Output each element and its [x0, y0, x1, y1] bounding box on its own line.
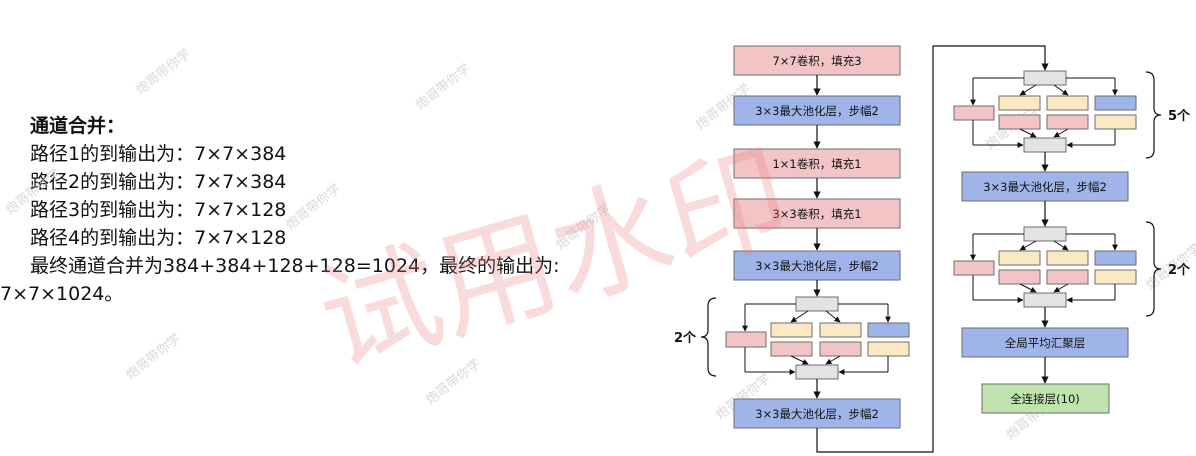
- maxpool-label: 3×3最大池化层，步幅2: [755, 407, 879, 421]
- maxpool-box: [733, 250, 901, 281]
- merge-line: [1019, 128, 1037, 138]
- path4-output-line: 路径4的到输出为：7×7×128: [30, 227, 287, 249]
- path4-conv-box: [867, 341, 910, 357]
- concat-heading: 通道合并：: [30, 115, 126, 137]
- path1-conv-box: [725, 331, 767, 348]
- path2-conv-box: [998, 269, 1041, 285]
- maxpool-box: [733, 398, 901, 429]
- path3-conv-box: [1046, 95, 1089, 111]
- path3-conv-box: [1046, 269, 1089, 285]
- repeat-label: 2个: [1168, 262, 1191, 278]
- block-input-node: [1023, 70, 1067, 86]
- path4-pool-box: [1094, 250, 1137, 266]
- text-panel: 通道合并： 路径1的到输出为：7×7×384 路径2的到输出为：7×7×384 …: [0, 112, 700, 308]
- path2-conv-box: [998, 114, 1041, 130]
- conv7x7-label: 7×7卷积，填充3: [772, 54, 861, 68]
- path2-conv-box: [770, 341, 813, 357]
- path1-conv-box: [953, 260, 995, 276]
- trial-watermark: 试用水印: [305, 127, 805, 393]
- path4-pool-box: [1094, 95, 1137, 111]
- maxpool-label: 3×3最大池化层，步幅2: [755, 259, 879, 273]
- conv3x3-box: [733, 198, 901, 229]
- final-concat-line: 最终通道合并为384+384+128+128=1024，最终的输出为:: [30, 255, 560, 277]
- path3-conv-box: [1046, 250, 1089, 266]
- merge-line: [1053, 283, 1069, 293]
- block-output-node: [1023, 292, 1067, 308]
- right-column: 5个 3×3最大池化层，步幅2: [953, 70, 1191, 414]
- maxpool-label: 3×3最大池化层，步幅2: [755, 104, 879, 118]
- repeat-brace: [1145, 221, 1162, 317]
- maxpool-box: [961, 171, 1129, 202]
- conv1x1-box: [733, 148, 901, 179]
- column-connector: [816, 45, 1049, 453]
- repeat-label: 2个: [674, 330, 697, 346]
- path3-conv-box: [1046, 114, 1089, 130]
- path1-output-line: 路径1的到输出为：7×7×384: [30, 143, 287, 165]
- path3-conv-box: [819, 322, 862, 338]
- path4-conv-box: [1094, 114, 1137, 130]
- block-output-node: [795, 364, 839, 380]
- repeat-label: 5个: [1168, 108, 1191, 124]
- conv7x7-box: [733, 45, 901, 76]
- repeat-brace: [1145, 71, 1162, 159]
- path4-conv-box: [1094, 269, 1137, 285]
- branch-line: [1019, 240, 1037, 251]
- inception-block: [725, 296, 910, 380]
- path2-conv-box: [770, 322, 813, 338]
- final-output-line: 7×7×1024。: [0, 283, 124, 305]
- inception-block: [953, 226, 1137, 308]
- conv3x3-label: 3×3卷积，填充1: [772, 207, 861, 221]
- watermark-small: 炮哥带你学: [3, 166, 64, 219]
- global-avgpool-label: 全局平均汇聚层: [1005, 336, 1086, 350]
- block-input-node: [795, 296, 839, 312]
- maxpool-label: 3×3最大池化层，步幅2: [983, 180, 1107, 194]
- branch-line: [1053, 84, 1069, 96]
- block-input-node: [1023, 226, 1067, 242]
- watermark-small: 炮哥带你学: [123, 331, 184, 384]
- watermark-small: 炮哥带你学: [413, 61, 474, 114]
- maxpool-box: [733, 95, 901, 126]
- block-output-node: [1023, 137, 1067, 153]
- branch-line: [1019, 84, 1037, 96]
- conv1x1-label: 1×1卷积，填充1: [772, 157, 861, 171]
- branch-line: [1053, 240, 1069, 251]
- path2-output-line: 路径2的到输出为：7×7×384: [30, 171, 287, 193]
- merge-line: [825, 355, 841, 365]
- branch-line: [825, 310, 841, 323]
- path3-output-line: 路径3的到输出为：7×7×128: [30, 199, 287, 221]
- repeat-brace: [700, 297, 717, 377]
- path2-conv-box: [998, 250, 1041, 266]
- merge-line: [1053, 128, 1069, 138]
- path1-conv-box: [953, 105, 995, 121]
- fully-connected-label: 全连接层(10): [1010, 392, 1080, 406]
- merge-line: [1019, 283, 1037, 293]
- fully-connected-box: [981, 383, 1110, 414]
- branch-line: [790, 310, 809, 323]
- path3-conv-box: [819, 341, 862, 357]
- path2-conv-box: [998, 95, 1041, 111]
- watermark-small: 炮哥带你学: [283, 181, 344, 234]
- merge-line: [790, 355, 809, 365]
- left-column: 7×7卷积，填充3 3×3最大池化层，步幅2 1×1卷积，填充1 3×3卷积，填…: [674, 45, 910, 429]
- path4-pool-box: [867, 322, 910, 338]
- inception-block: [953, 70, 1137, 153]
- watermark-small: 炮哥带你学: [133, 46, 194, 99]
